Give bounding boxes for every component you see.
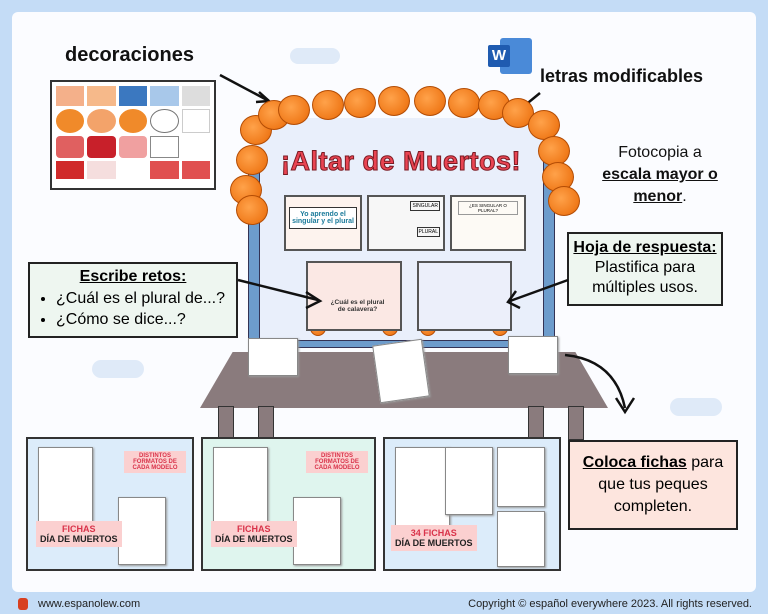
fichas-subtitle: DÍA DE MUERTOS <box>215 534 293 544</box>
photocopy-text: Fotocopia a <box>618 144 702 161</box>
curved-arrow-icon <box>564 353 636 415</box>
cloud-decoration <box>670 398 722 416</box>
slide-card-text: ¿ES SINGULAR O PLURAL? <box>458 201 518 215</box>
marigold-flower <box>548 186 580 216</box>
formats-badge: DISTINTOS FORMATOS DE CADA MODELO <box>306 451 368 473</box>
marigold-flower <box>528 110 560 140</box>
photocopy-end: . <box>682 188 687 205</box>
espanolew-logo-icon <box>18 598 28 610</box>
worksheet-thumbnail <box>497 447 545 507</box>
website-link[interactable]: www.espanolew.com <box>38 598 141 610</box>
worksheet-on-table <box>372 338 430 404</box>
editable-letters-heading: letras modificables <box>540 66 704 86</box>
fichas-count: 34 FICHAS <box>410 528 457 538</box>
slide-card-learn: Yo aprendo el singular y el plural <box>284 195 362 251</box>
slide-card-singular-plural: SINGULAR PLURAL <box>367 195 445 251</box>
worksheet-on-table <box>508 336 558 374</box>
fichas-subtitle: DÍA DE MUERTOS <box>395 538 473 548</box>
arrow-icon <box>506 278 569 310</box>
decorations-thumbnail <box>50 80 216 190</box>
place-cards-box: Coloca fichas para que tus peques comple… <box>568 440 738 530</box>
formats-badge: DISTINTOS FORMATOS DE CADA MODELO <box>124 451 186 473</box>
microsoft-word-icon: W <box>488 38 532 74</box>
marigold-flower <box>414 86 446 116</box>
worksheet-thumbnail <box>293 497 341 565</box>
table-leg <box>528 406 544 440</box>
altar-title: ¡Altar de Muertos! <box>280 146 522 177</box>
place-cards-text: para que tus peques completen. <box>598 454 724 515</box>
decorations-heading: decoraciones <box>65 44 194 66</box>
slide-card-text: Yo aprendo el singular y el plural <box>289 207 357 229</box>
marigold-flower <box>236 145 268 175</box>
challenges-box: Escribe retos: ¿Cuál es el plural de...?… <box>28 262 238 338</box>
marigold-flower <box>344 88 376 118</box>
marigold-flower <box>236 195 268 225</box>
worksheet-thumbnail <box>118 497 166 565</box>
marigold-flower <box>312 90 344 120</box>
table-leg <box>568 406 584 440</box>
plural-label: PLURAL <box>416 227 440 237</box>
worksheet-thumbnail <box>395 447 450 527</box>
challenges-title: Escribe retos: <box>79 268 187 285</box>
marigold-flower <box>378 86 410 116</box>
cloud-decoration <box>290 48 340 64</box>
challenge-item: ¿Cómo se dice...? <box>56 309 236 330</box>
fichas-count: FICHAS <box>237 524 271 534</box>
answer-sheet-box: Hoja de respuesta: Plastifica para múltip… <box>567 232 723 306</box>
worksheet-thumbnail <box>497 511 545 567</box>
photocopy-note: Fotocopia a escala mayor o menor. <box>590 142 730 208</box>
singular-label: SINGULAR <box>410 201 440 211</box>
place-cards-bold: Coloca fichas <box>582 454 687 471</box>
worksheet-thumbnail <box>445 447 493 515</box>
copyright-text: Copyright © español everywhere 2023. All… <box>468 598 752 610</box>
challenge-item: ¿Cuál es el plural de...? <box>56 288 236 309</box>
fichas-subtitle: DÍA DE MUERTOS <box>40 534 118 544</box>
answer-sheet-text: Plastifica para múltiples usos. <box>592 259 698 296</box>
table-leg <box>218 406 234 440</box>
table-leg <box>258 406 274 440</box>
arch-question-text: ¿Cuál es el plural de calavera? <box>330 299 385 313</box>
slide-card-question: ¿ES SINGULAR O PLURAL? <box>450 195 526 251</box>
marigold-flower <box>448 88 480 118</box>
fichas-count: FICHAS <box>62 524 96 534</box>
arch-slide-blank <box>417 261 512 331</box>
answer-sheet-title: Hoja de respuesta: <box>573 239 717 256</box>
arrow-icon <box>237 278 323 310</box>
worksheet-thumbnail <box>38 447 93 527</box>
worksheet-on-table <box>248 338 298 376</box>
marigold-flower <box>278 95 310 125</box>
cloud-decoration <box>92 360 144 378</box>
worksheet-thumbnail <box>213 447 268 527</box>
photocopy-bold: escala mayor o menor <box>602 166 718 205</box>
